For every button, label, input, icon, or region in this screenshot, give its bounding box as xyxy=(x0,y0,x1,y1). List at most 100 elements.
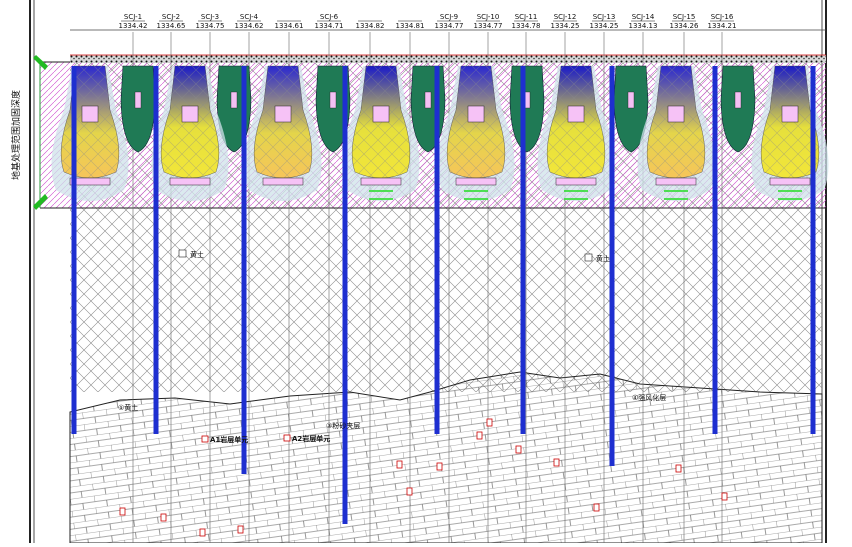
sample-marker xyxy=(119,507,126,516)
borehole-elevation: 1334.42 xyxy=(119,22,148,30)
grout-bulb xyxy=(437,65,515,201)
sample-marker xyxy=(486,418,493,427)
grout-bulb xyxy=(537,65,615,201)
sample-marker xyxy=(675,464,682,473)
borehole-elevation: 1334.62 xyxy=(235,22,264,30)
rock-unit-mid: A2岩层单元 xyxy=(292,434,330,443)
borehole-elevation: 1334.82 xyxy=(356,22,385,30)
borehole-id: SCJ-10 xyxy=(477,13,500,21)
green-column xyxy=(720,65,756,153)
layer-labels: 黄土 黄土 ①黄土 ③粉砂夹层 ④强风化层 A1岩层单元 A2岩层单元 xyxy=(118,249,666,444)
sample-marker xyxy=(396,460,403,469)
borehole-elevation: 1334.65 xyxy=(157,22,186,30)
sample-marker xyxy=(515,445,522,454)
left-scale xyxy=(29,0,35,543)
borehole-id: SCJ-11 xyxy=(515,13,538,21)
sample-marker xyxy=(593,503,600,512)
sample-markers xyxy=(119,418,728,537)
sample-marker xyxy=(721,492,728,501)
bottom-arrow-icon xyxy=(33,194,48,210)
pile xyxy=(434,66,440,434)
borehole-elevation: 1334.61 xyxy=(275,22,304,30)
borehole-id: SCJ-6 xyxy=(320,13,339,21)
borehole-id: SCJ-1 xyxy=(124,13,142,21)
grout-bulbs xyxy=(51,65,829,201)
borehole-id: SCJ-14 xyxy=(632,13,655,21)
borehole-id: SCJ-2 xyxy=(162,13,180,21)
sample-marker xyxy=(160,513,167,522)
borehole-id: SCJ-13 xyxy=(593,13,616,21)
green-column xyxy=(613,65,649,153)
top-arrow-icon xyxy=(33,55,48,70)
borehole-id: SCJ-4 xyxy=(240,13,259,21)
borehole-elevation: 1334.21 xyxy=(708,22,737,30)
side-label: 地基处理范围加固深度 xyxy=(10,90,22,180)
sample-marker xyxy=(436,462,443,471)
pile xyxy=(810,66,816,434)
rock-unit-left: A1岩层单元 xyxy=(210,435,248,444)
borehole-elevation: 1334.81 xyxy=(396,22,425,30)
treatment-depth-annotation: 地基处理范围加固深度 xyxy=(10,55,48,210)
borehole-header: 1334.82 xyxy=(356,20,385,30)
surface-fill-layer xyxy=(70,55,826,63)
pile xyxy=(712,66,718,434)
grout-bulb xyxy=(342,65,420,201)
borehole-elevation: 1334.13 xyxy=(629,22,658,30)
sample-marker xyxy=(199,528,206,537)
green-column xyxy=(315,65,351,153)
grout-bulb xyxy=(751,65,829,201)
layer-label-3: ④强风化层 xyxy=(632,393,666,402)
pile xyxy=(342,66,348,524)
borehole-header: 1334.81 xyxy=(396,20,425,30)
borehole-elevation: 1334.26 xyxy=(670,22,699,30)
bedrock-layer xyxy=(69,371,823,544)
borehole-elevation: 1334.25 xyxy=(551,22,580,30)
borehole-headers: SCJ-11334.42SCJ-21334.65SCJ-31334.75SCJ-… xyxy=(119,13,737,30)
piles xyxy=(71,66,816,524)
borehole-elevation: 1334.77 xyxy=(435,22,464,30)
pile xyxy=(609,66,615,466)
borehole-elevation: 1334.78 xyxy=(512,22,541,30)
soil-label-right: 黄土 xyxy=(596,254,610,263)
borehole-id: SCJ-12 xyxy=(554,13,577,21)
sample-marker xyxy=(406,487,413,496)
grout-bulb xyxy=(637,65,715,201)
layer-label-1: ①黄土 xyxy=(118,403,138,412)
pile xyxy=(71,66,77,434)
borehole-header: 1334.61 xyxy=(275,20,304,30)
pile xyxy=(153,66,159,434)
sample-marker xyxy=(476,431,483,440)
pile xyxy=(520,66,526,434)
borehole-elevation: 1334.77 xyxy=(474,22,503,30)
borehole-elevation: 1334.75 xyxy=(196,22,225,30)
borehole-id: SCJ-15 xyxy=(673,13,696,21)
soil-label-left: 黄土 xyxy=(190,250,204,259)
grout-bulb xyxy=(244,65,322,201)
borehole-elevation: 1334.25 xyxy=(590,22,619,30)
pile xyxy=(241,66,247,474)
sample-marker xyxy=(553,458,560,467)
grout-bulb xyxy=(151,65,229,201)
layer-label-2: ③粉砂夹层 xyxy=(326,421,360,430)
green-column xyxy=(509,65,545,153)
borehole-id: SCJ-3 xyxy=(201,13,219,21)
borehole-elevation: 1334.71 xyxy=(315,22,344,30)
borehole-id: SCJ-9 xyxy=(440,13,458,21)
borehole-id: SCJ-16 xyxy=(711,13,734,21)
sample-marker xyxy=(237,525,244,534)
